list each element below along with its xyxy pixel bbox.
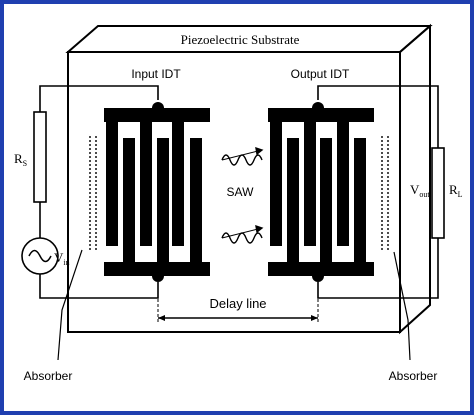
wave-arrow-line — [221, 227, 263, 239]
output-idt-finger — [270, 122, 282, 246]
input-idt-finger — [123, 138, 135, 262]
output-idt-finger — [354, 138, 366, 262]
output-idt-finger — [337, 122, 349, 246]
vout-label-main: V — [410, 182, 420, 197]
saw-wave-upper — [221, 146, 264, 166]
vin-label-main: V — [54, 250, 64, 265]
rl-label-main: R — [449, 182, 458, 197]
saw-wave-lower — [221, 224, 264, 244]
vout-label-sub: out — [419, 190, 430, 199]
sine-icon — [28, 249, 52, 263]
input-idt-top-bus — [104, 108, 210, 122]
arrow-right-icon — [255, 146, 264, 156]
vin-label-sub: in — [63, 258, 69, 267]
absorber-left-leader — [57, 249, 83, 361]
output-idt-label: Output IDT — [291, 67, 350, 81]
output-idt — [268, 102, 374, 282]
input-idt-finger — [140, 122, 152, 246]
input-idt — [104, 102, 210, 282]
wave-icon — [221, 154, 263, 166]
delay-line-label: Delay line — [209, 296, 266, 311]
input-idt-bottom-bus — [104, 262, 210, 276]
arrow-right-icon — [255, 224, 264, 234]
wave-icon — [221, 232, 263, 244]
rs-label: RS — [14, 151, 27, 168]
source-resistor-rs — [33, 111, 47, 203]
rl-label-sub: L — [458, 190, 463, 199]
output-idt-finger — [304, 122, 316, 246]
input-wire-bottom — [39, 274, 159, 299]
input-wire-top — [39, 85, 159, 112]
input-idt-label: Input IDT — [131, 67, 181, 81]
absorber-right-label: Absorber — [389, 369, 438, 383]
piezoelectric-substrate — [65, 23, 433, 335]
output-idt-top-bus — [268, 108, 374, 122]
rs-label-main: R — [14, 151, 23, 166]
input-idt-finger — [106, 122, 118, 246]
arrow-left-icon — [158, 315, 165, 321]
substrate-side-face — [399, 23, 431, 335]
output-idt-finger — [320, 138, 332, 262]
input-idt-bottom-terminal — [152, 270, 164, 282]
output-wire-top — [317, 85, 439, 148]
input-idt-finger — [190, 138, 202, 262]
load-resistor-rl — [431, 147, 445, 239]
wave-arrow-line — [221, 149, 263, 161]
output-idt-bottom-bus — [268, 262, 374, 276]
vout-label: Vout — [410, 182, 430, 199]
output-idt-top-terminal — [312, 102, 324, 114]
output-idt-finger — [287, 138, 299, 262]
rl-label: RL — [449, 182, 463, 199]
rs-label-sub: S — [23, 159, 27, 168]
saw-label: SAW — [227, 185, 255, 199]
absorber-left-label: Absorber — [24, 369, 73, 383]
vin-label: Vin — [54, 250, 70, 267]
substrate-label: Piezoelectric Substrate — [181, 32, 300, 47]
input-idt-finger — [157, 138, 169, 262]
arrow-right-icon — [311, 315, 318, 321]
input-idt-top-terminal — [152, 102, 164, 114]
input-idt-finger — [172, 122, 184, 246]
absorber-right-leader — [393, 251, 411, 361]
output-idt-bottom-terminal — [312, 270, 324, 282]
